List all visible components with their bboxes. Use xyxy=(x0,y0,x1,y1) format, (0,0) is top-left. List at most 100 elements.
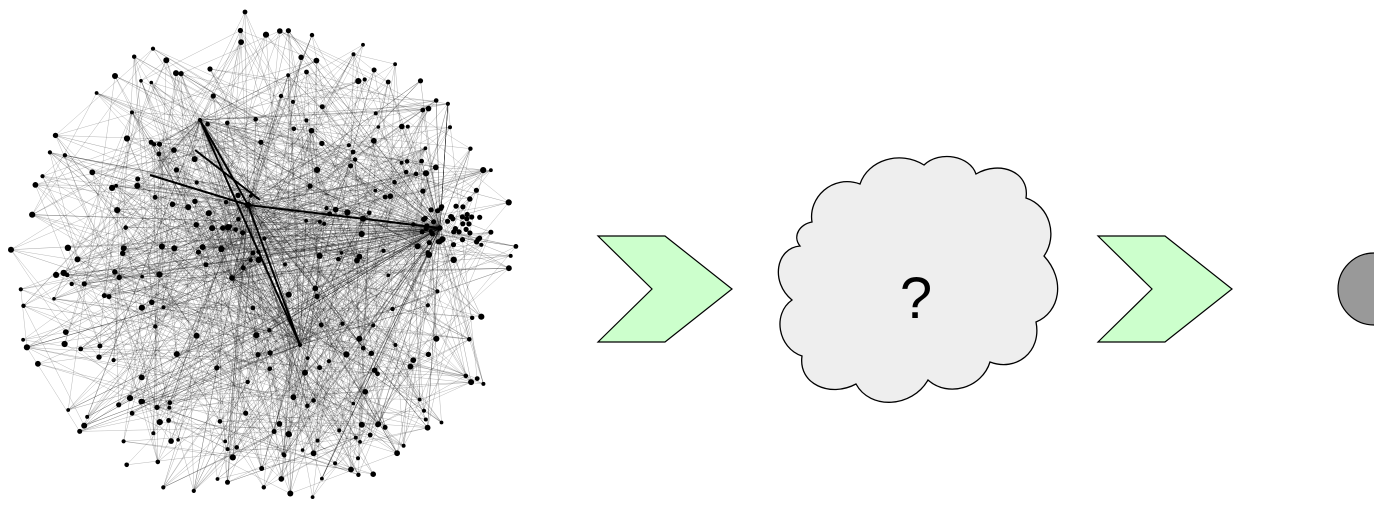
network-edge xyxy=(123,441,352,470)
network-node xyxy=(351,52,356,57)
network-node xyxy=(459,237,466,243)
network-edge xyxy=(287,75,438,292)
network-edge xyxy=(84,227,441,426)
network-edge xyxy=(231,30,289,279)
network-edge xyxy=(66,259,78,276)
network-node xyxy=(466,221,472,227)
network-edge xyxy=(256,264,286,336)
network-edge xyxy=(231,277,442,423)
network-node xyxy=(307,183,313,189)
network-edge xyxy=(413,224,420,400)
network-edge xyxy=(115,44,364,187)
network-node xyxy=(488,229,494,235)
network-edge xyxy=(321,324,478,379)
network-node xyxy=(278,93,284,99)
network-node xyxy=(437,225,443,231)
network-edge xyxy=(425,173,467,376)
network-node xyxy=(353,435,358,440)
network-edge xyxy=(142,227,441,402)
network-edge xyxy=(10,249,289,295)
network-edge xyxy=(306,120,430,255)
network-edge xyxy=(10,142,261,250)
network-edge xyxy=(84,344,301,426)
network-edge xyxy=(209,68,360,339)
network-edge xyxy=(141,159,356,402)
network-edge xyxy=(403,227,441,446)
network-node xyxy=(375,371,380,377)
network-edge xyxy=(222,227,320,257)
network-edge xyxy=(122,119,201,254)
network-node xyxy=(351,401,356,406)
network-edge xyxy=(227,218,364,228)
network-edge xyxy=(199,119,316,289)
network-edge xyxy=(77,63,396,260)
network-edge xyxy=(256,165,351,336)
network-edge xyxy=(321,434,371,479)
network-edge xyxy=(117,119,201,211)
network-edge xyxy=(231,277,275,432)
network-edge xyxy=(439,227,510,269)
cloud-shape: ? xyxy=(777,156,1059,403)
network-edge xyxy=(35,103,448,186)
network-node xyxy=(423,146,428,151)
network-edge xyxy=(338,148,426,431)
network-edge xyxy=(113,325,374,361)
network-node xyxy=(210,93,216,99)
network-edge xyxy=(153,144,160,434)
network-node xyxy=(163,57,170,64)
network-edge xyxy=(427,227,441,428)
network-edge xyxy=(141,344,301,402)
network-edge xyxy=(264,227,441,239)
network-edge xyxy=(168,420,228,450)
network-node xyxy=(305,356,310,360)
network-edge xyxy=(236,108,429,448)
network-edge xyxy=(425,173,441,229)
network-node xyxy=(64,244,72,251)
network-edge xyxy=(133,56,160,275)
network-heavy-edge xyxy=(247,204,301,346)
network-edge xyxy=(247,218,364,383)
network-edge xyxy=(334,227,441,464)
network-edge xyxy=(67,227,441,249)
network-node xyxy=(314,293,320,299)
network-edge xyxy=(273,44,364,432)
network-edge xyxy=(180,73,441,229)
network-edge xyxy=(231,213,330,279)
network-node xyxy=(404,159,410,164)
arrow-right-icon xyxy=(596,235,733,343)
network-edge xyxy=(202,227,441,248)
network-edge xyxy=(293,353,372,398)
network-edge xyxy=(163,160,422,308)
network-edge xyxy=(114,271,354,404)
network-edge xyxy=(163,294,290,488)
network-edge xyxy=(350,165,437,339)
network-node xyxy=(433,335,440,342)
network-node xyxy=(373,188,378,193)
network-edge xyxy=(227,252,428,450)
network-edge xyxy=(224,162,402,442)
network-edge xyxy=(319,367,404,446)
network-edge xyxy=(307,148,426,359)
network-node xyxy=(407,363,414,370)
network-edge xyxy=(315,227,441,289)
network-edge xyxy=(315,224,414,289)
network-edge xyxy=(98,255,320,358)
network-edge xyxy=(354,159,362,235)
network-edge xyxy=(283,403,354,455)
network-edge xyxy=(353,151,436,168)
network-edge xyxy=(169,95,282,403)
network-edge xyxy=(150,142,438,292)
network-edge xyxy=(353,53,396,65)
network-edge xyxy=(304,60,317,373)
network-edge xyxy=(176,169,320,222)
network-node xyxy=(282,453,287,458)
network-node xyxy=(134,182,141,189)
network-node xyxy=(424,424,431,431)
network-node xyxy=(225,120,230,126)
network-edge xyxy=(55,135,426,149)
network-edge xyxy=(269,352,428,428)
network-edge xyxy=(152,48,482,246)
network-node xyxy=(205,210,212,217)
network-edge xyxy=(140,42,242,402)
network-edge xyxy=(260,142,482,317)
